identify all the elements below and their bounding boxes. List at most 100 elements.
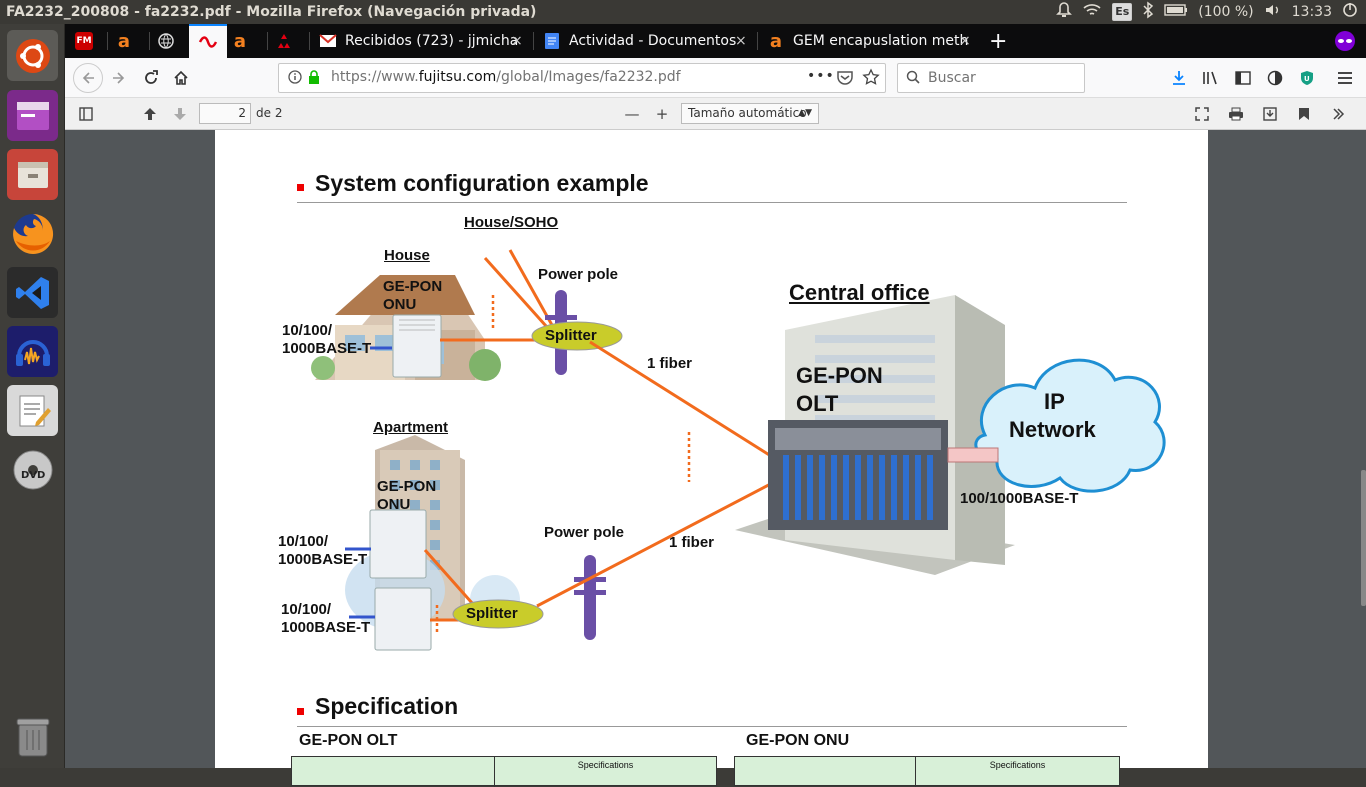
house-onu-device [392, 314, 442, 378]
back-button[interactable] [73, 63, 103, 93]
power-pole-2 [574, 555, 606, 640]
tab-gmail[interactable]: Recibidos (723) - jjmicha × [319, 24, 529, 58]
page-total: de 2 [256, 106, 283, 120]
page-number-input[interactable]: 2 [199, 103, 251, 124]
tab-pinned-3[interactable] [157, 24, 187, 58]
toggle-sidebar-icon[interactable] [75, 104, 97, 124]
tab-pinned-5[interactable] [275, 24, 305, 58]
label-house-soho: House/SOHO [464, 214, 559, 231]
search-icon [906, 70, 920, 88]
a-orange-icon: a [117, 30, 131, 52]
tab-close-button[interactable]: × [959, 33, 971, 49]
pdf-viewer[interactable]: System configuration example [65, 130, 1366, 787]
label-port-3b: 1000BASE-T [281, 619, 371, 636]
bookmark-icon[interactable] [1293, 104, 1315, 124]
home-button[interactable] [169, 66, 193, 90]
url-text[interactable]: https://www.fujitsu.com/global/Images/fa… [331, 69, 681, 85]
indicator-area: Es (100 %) 13:33 [1056, 0, 1358, 24]
menu-icon[interactable] [1333, 66, 1357, 90]
bluetooth-icon[interactable] [1142, 1, 1154, 22]
text-editor-icon[interactable] [7, 385, 58, 436]
fiber-line [483, 256, 557, 338]
label-port-2a: 10/100/ [278, 533, 329, 550]
next-page-icon[interactable] [169, 104, 191, 124]
window-title: FA2232_200808 - fa2232.pdf - Mozilla Fir… [6, 4, 537, 20]
keyboard-layout[interactable]: Es [1112, 3, 1133, 21]
label-splitter-1: Splitter [545, 327, 597, 344]
tab-docs[interactable]: Actividad - Documentos × [543, 24, 753, 58]
bookmark-star-icon[interactable] [862, 68, 880, 89]
presentation-mode-icon[interactable] [1191, 104, 1213, 124]
trash-icon[interactable] [7, 710, 58, 761]
pdf-toolbar: 2 de 2 — + Tamaño automático ▲▼ [65, 98, 1366, 130]
zoom-select[interactable]: Tamaño automático ▲▼ [681, 103, 819, 124]
purple-app-icon[interactable] [7, 90, 58, 141]
wifi-icon[interactable] [1082, 2, 1102, 22]
vscode-icon[interactable] [7, 267, 58, 318]
spec-table-olt: Specifications [291, 756, 717, 787]
label-ge-pon-onu-1: GE-PON [383, 278, 443, 295]
url-bar[interactable]: https://www.fujitsu.com/global/Images/fa… [278, 63, 886, 93]
a-orange-icon: a [233, 30, 247, 52]
label-splitter-2: Splitter [466, 605, 518, 622]
notification-icon[interactable] [1056, 1, 1073, 23]
label-apartment: Apartment [373, 419, 449, 436]
theme-icon[interactable] [1263, 66, 1287, 90]
previous-page-icon[interactable] [139, 104, 161, 124]
tab-pinned-4[interactable]: a [231, 24, 261, 58]
label-fiber-1: 1 fiber [647, 355, 693, 372]
library-icon[interactable] [1199, 66, 1223, 90]
trunk-fiber-1 [589, 340, 783, 465]
pocket-icon[interactable] [837, 70, 853, 89]
files-icon[interactable] [7, 149, 58, 200]
shield-icon[interactable]: U [1295, 66, 1319, 90]
sidebar-icon[interactable] [1231, 66, 1255, 90]
label-fiber-2: 1 fiber [669, 534, 715, 551]
tab-gem[interactable]: a GEM encapuslation meth × [767, 24, 977, 58]
downloads-icon[interactable] [1167, 66, 1191, 90]
tab-active-pdf[interactable] [189, 24, 227, 58]
a-orange-icon: a [769, 30, 783, 52]
zoom-select-value: Tamaño automático [688, 106, 807, 120]
svg-text:DVD: DVD [21, 470, 45, 481]
apartment-onu-device-1 [369, 509, 427, 579]
table-title-olt: GE-PON OLT [299, 732, 398, 749]
label-house: House [384, 247, 430, 264]
tab-close-button[interactable]: × [735, 33, 747, 49]
forward-button[interactable] [107, 66, 131, 90]
download-icon[interactable] [1259, 104, 1281, 124]
scrollbar-thumb[interactable] [1361, 470, 1366, 606]
tab-pinned-1[interactable]: FM [75, 24, 105, 58]
secure-lock-icon[interactable] [308, 70, 320, 88]
clock[interactable]: 13:33 [1291, 4, 1332, 20]
volume-icon[interactable] [1264, 2, 1282, 22]
info-icon[interactable] [288, 70, 302, 88]
battery-icon[interactable] [1164, 4, 1188, 20]
dvd-icon[interactable]: DVD [7, 444, 58, 495]
navigation-toolbar: https://www.fujitsu.com/global/Images/fa… [65, 58, 1366, 98]
search-placeholder: Buscar [928, 70, 976, 86]
svg-text:U: U [1304, 75, 1310, 83]
tools-chevron-icon[interactable] [1327, 104, 1349, 124]
label-ip: IP [1044, 389, 1065, 414]
reload-button[interactable] [139, 66, 163, 90]
tab-close-button[interactable]: × [511, 33, 523, 49]
audacity-icon[interactable] [7, 326, 58, 377]
label-central-office: Central office [789, 280, 930, 305]
zoom-in-button[interactable]: + [655, 105, 669, 123]
zoom-out-button[interactable]: — [624, 105, 640, 123]
system-menu-icon[interactable] [1342, 2, 1358, 22]
tab-pinned-2[interactable]: a [115, 24, 145, 58]
splitter-2 [452, 599, 544, 629]
top-panel: FA2232_200808 - fa2232.pdf - Mozilla Fir… [0, 0, 1366, 24]
print-icon[interactable] [1225, 104, 1247, 124]
ubuntu-dash-icon[interactable] [7, 30, 58, 81]
url-prefix: https://www. [331, 69, 419, 85]
firefox-window: FM a a Rec [65, 24, 1366, 787]
firefox-icon[interactable] [7, 208, 58, 259]
search-bar[interactable]: Buscar [897, 63, 1085, 93]
label-olt-2: OLT [796, 391, 839, 416]
new-tab-button[interactable]: + [989, 28, 1008, 54]
tab-label: Recibidos (723) - jjmicha [345, 33, 519, 49]
page-actions-button[interactable]: ••• [807, 68, 835, 84]
